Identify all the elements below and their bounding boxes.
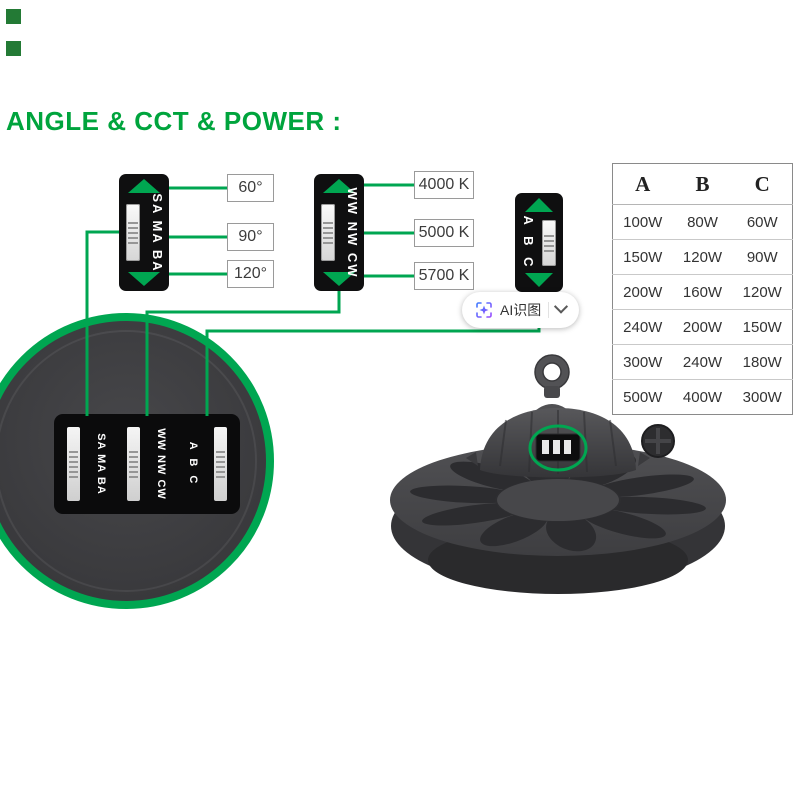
green-square-marker: [6, 9, 21, 24]
table-cell: 80W: [672, 204, 733, 240]
table-cell: 300W: [742, 388, 782, 406]
zoom-switch-cct: WW NW CW: [120, 420, 174, 508]
arrow-up-icon: [323, 179, 355, 193]
table-row: 240W 200W 150W: [612, 309, 793, 345]
divider: [548, 302, 550, 318]
switch-slider: [127, 427, 140, 501]
highbay-light-image: [390, 354, 726, 594]
table-cell: 500W: [623, 388, 663, 406]
arrow-up-icon: [525, 198, 553, 212]
ai-sparkle-scan-icon: [476, 302, 492, 318]
zoom-cct-label: WW NW CW: [155, 428, 167, 500]
arrow-down-icon: [323, 272, 355, 286]
power-table: A B C 100W 80W 60W 150W 120W 90W 200W 16…: [612, 163, 793, 415]
table-cell: 200W: [612, 274, 673, 310]
ai-button-label: AI识图: [500, 302, 542, 318]
dip-switch-panel: SA MA BA WW NW CW A B C: [54, 414, 240, 514]
table-header-row: A B C: [612, 163, 793, 205]
screw-detail: [641, 424, 675, 458]
zoom-angle-label: SA MA BA: [95, 433, 107, 495]
table-cell: 180W: [732, 344, 793, 380]
cct-option-4000k: 4000 K: [414, 171, 474, 199]
switch-slider: [67, 427, 80, 501]
ai-image-search-button[interactable]: AI识图: [462, 292, 580, 328]
arrow-down-icon: [525, 273, 553, 287]
table-header-a: A: [612, 163, 673, 205]
table-cell: 90W: [732, 239, 793, 275]
page-title: ANGLE & CCT & POWER :: [6, 106, 342, 136]
table-cell: 300W: [612, 344, 673, 380]
table-cell: 150W: [612, 239, 673, 275]
table-row: 200W 160W 120W: [612, 274, 793, 310]
table-header-b: B: [672, 163, 733, 205]
power-switch-graphic: A B C: [515, 193, 563, 292]
cct-switch-graphic: WW NW CW: [314, 174, 364, 291]
table-cell: 120W: [732, 274, 793, 310]
table-cell: 240W: [672, 344, 733, 380]
zoom-switch-power: A B C: [180, 420, 234, 508]
angle-option-120: 120°: [227, 260, 274, 288]
dip-switch-detail: [535, 433, 581, 462]
cct-option-5700k: 5700 K: [414, 262, 474, 290]
angle-option-90: 90°: [227, 223, 274, 251]
cct-switch-label: WW NW CW: [345, 186, 360, 279]
chevron-down-icon[interactable]: [554, 299, 569, 314]
hook-ring: [534, 354, 570, 398]
switch-slider: [214, 427, 227, 501]
cct-option-5000k: 5000 K: [414, 219, 474, 247]
zoom-switch-angle: SA MA BA: [60, 420, 114, 508]
arrow-up-icon: [128, 179, 160, 193]
table-row: 150W 120W 90W: [612, 239, 793, 275]
angle-option-60: 60°: [227, 174, 274, 202]
table-cell: 400W: [682, 388, 723, 406]
disc-fin-pattern: [410, 448, 706, 552]
table-row: 500W 400W 300W: [613, 380, 793, 415]
table-cell: 160W: [672, 274, 733, 310]
table-cell: 240W: [612, 309, 673, 345]
angle-switch-graphic: SA MA BA: [119, 174, 169, 291]
switch-slider: [126, 204, 140, 261]
table-row: 300W 240W 180W: [612, 344, 793, 380]
table-cell: 200W: [672, 309, 733, 345]
table-cell: 60W: [732, 204, 793, 240]
table-row: 100W 80W 60W: [612, 204, 793, 240]
zoom-power-label: A B C: [187, 441, 199, 487]
power-switch-label: A B C: [521, 215, 536, 270]
angle-switch-label: SA MA BA: [150, 192, 165, 273]
zoom-circle-inner-ring: [0, 330, 257, 592]
arrow-down-icon: [128, 272, 160, 286]
table-cell: 120W: [672, 239, 733, 275]
green-square-marker: [6, 41, 21, 56]
switch-highlight-ring: [528, 424, 588, 472]
table-cell: 100W: [612, 204, 673, 240]
table-header-c: C: [732, 163, 793, 205]
table-cell: 150W: [732, 309, 793, 345]
switch-zoom-circle: SA MA BA WW NW CW A B C: [0, 313, 274, 609]
switch-slider: [542, 220, 556, 266]
switch-slider: [321, 204, 335, 261]
